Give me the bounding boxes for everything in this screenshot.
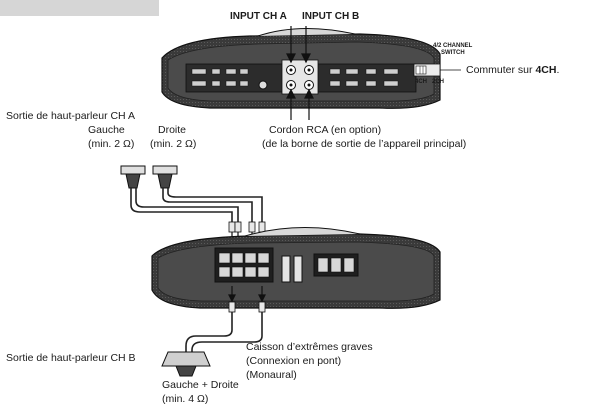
switch-note-suffix: . — [556, 64, 560, 76]
subwoofer-speaker — [161, 351, 211, 377]
sub-label-line1: Caisson d’extrêmes graves — [246, 341, 373, 353]
input-ch-b-label: INPUT CH B — [302, 11, 360, 22]
input-ch-a-label: INPUT CH A — [230, 11, 287, 22]
switch-4ch-label: 4CH — [415, 79, 428, 85]
channel-switch — [413, 63, 461, 77]
rca-cable-arrows — [286, 88, 314, 120]
sub-label-line2: (Connexion en pont) — [246, 355, 342, 367]
right-a-label: Droite — [158, 124, 187, 136]
switch-title-line1: 4/2 CHANNEL — [433, 43, 473, 49]
switch-2ch-label: 2CH — [432, 79, 445, 85]
speaker-wires-b — [185, 312, 263, 352]
right-a-impedance: (min. 2 Ω) — [150, 138, 197, 150]
wire-arrows-b — [228, 286, 266, 303]
speaker-wires-a — [130, 188, 263, 224]
input-arrows — [286, 26, 311, 64]
left-a-label: Gauche — [88, 124, 125, 136]
switch-note: Commuter sur 4CH. — [466, 64, 559, 77]
speaker-right-a — [152, 165, 178, 189]
switch-title-line2: SWITCH — [441, 50, 465, 56]
sub-label-line3: (Monaural) — [246, 369, 297, 381]
speaker-b-title: Sortie de haut-parleur CH B — [6, 352, 136, 364]
switch-note-prefix: Commuter sur — [466, 64, 536, 76]
bottom-amplifier — [151, 226, 441, 309]
speaker-a-title: Sortie de haut-parleur CH A — [6, 110, 135, 122]
lr-b-impedance: (min. 4 Ω) — [162, 393, 209, 405]
wire-plugs-a — [228, 221, 266, 233]
speaker-left-a — [120, 165, 146, 189]
rca-cable-label: Cordon RCA (en option) — [269, 124, 382, 136]
lr-b-label: Gauche + Droite — [162, 379, 239, 391]
top-amplifier — [161, 28, 461, 109]
left-a-impedance: (min. 2 Ω) — [88, 138, 135, 150]
rca-jacks-top — [258, 59, 319, 95]
header-bar — [0, 0, 159, 16]
rca-cable-source: (de la borne de sortie de l’appareil pri… — [262, 138, 467, 150]
switch-note-bold: 4CH — [535, 64, 557, 76]
